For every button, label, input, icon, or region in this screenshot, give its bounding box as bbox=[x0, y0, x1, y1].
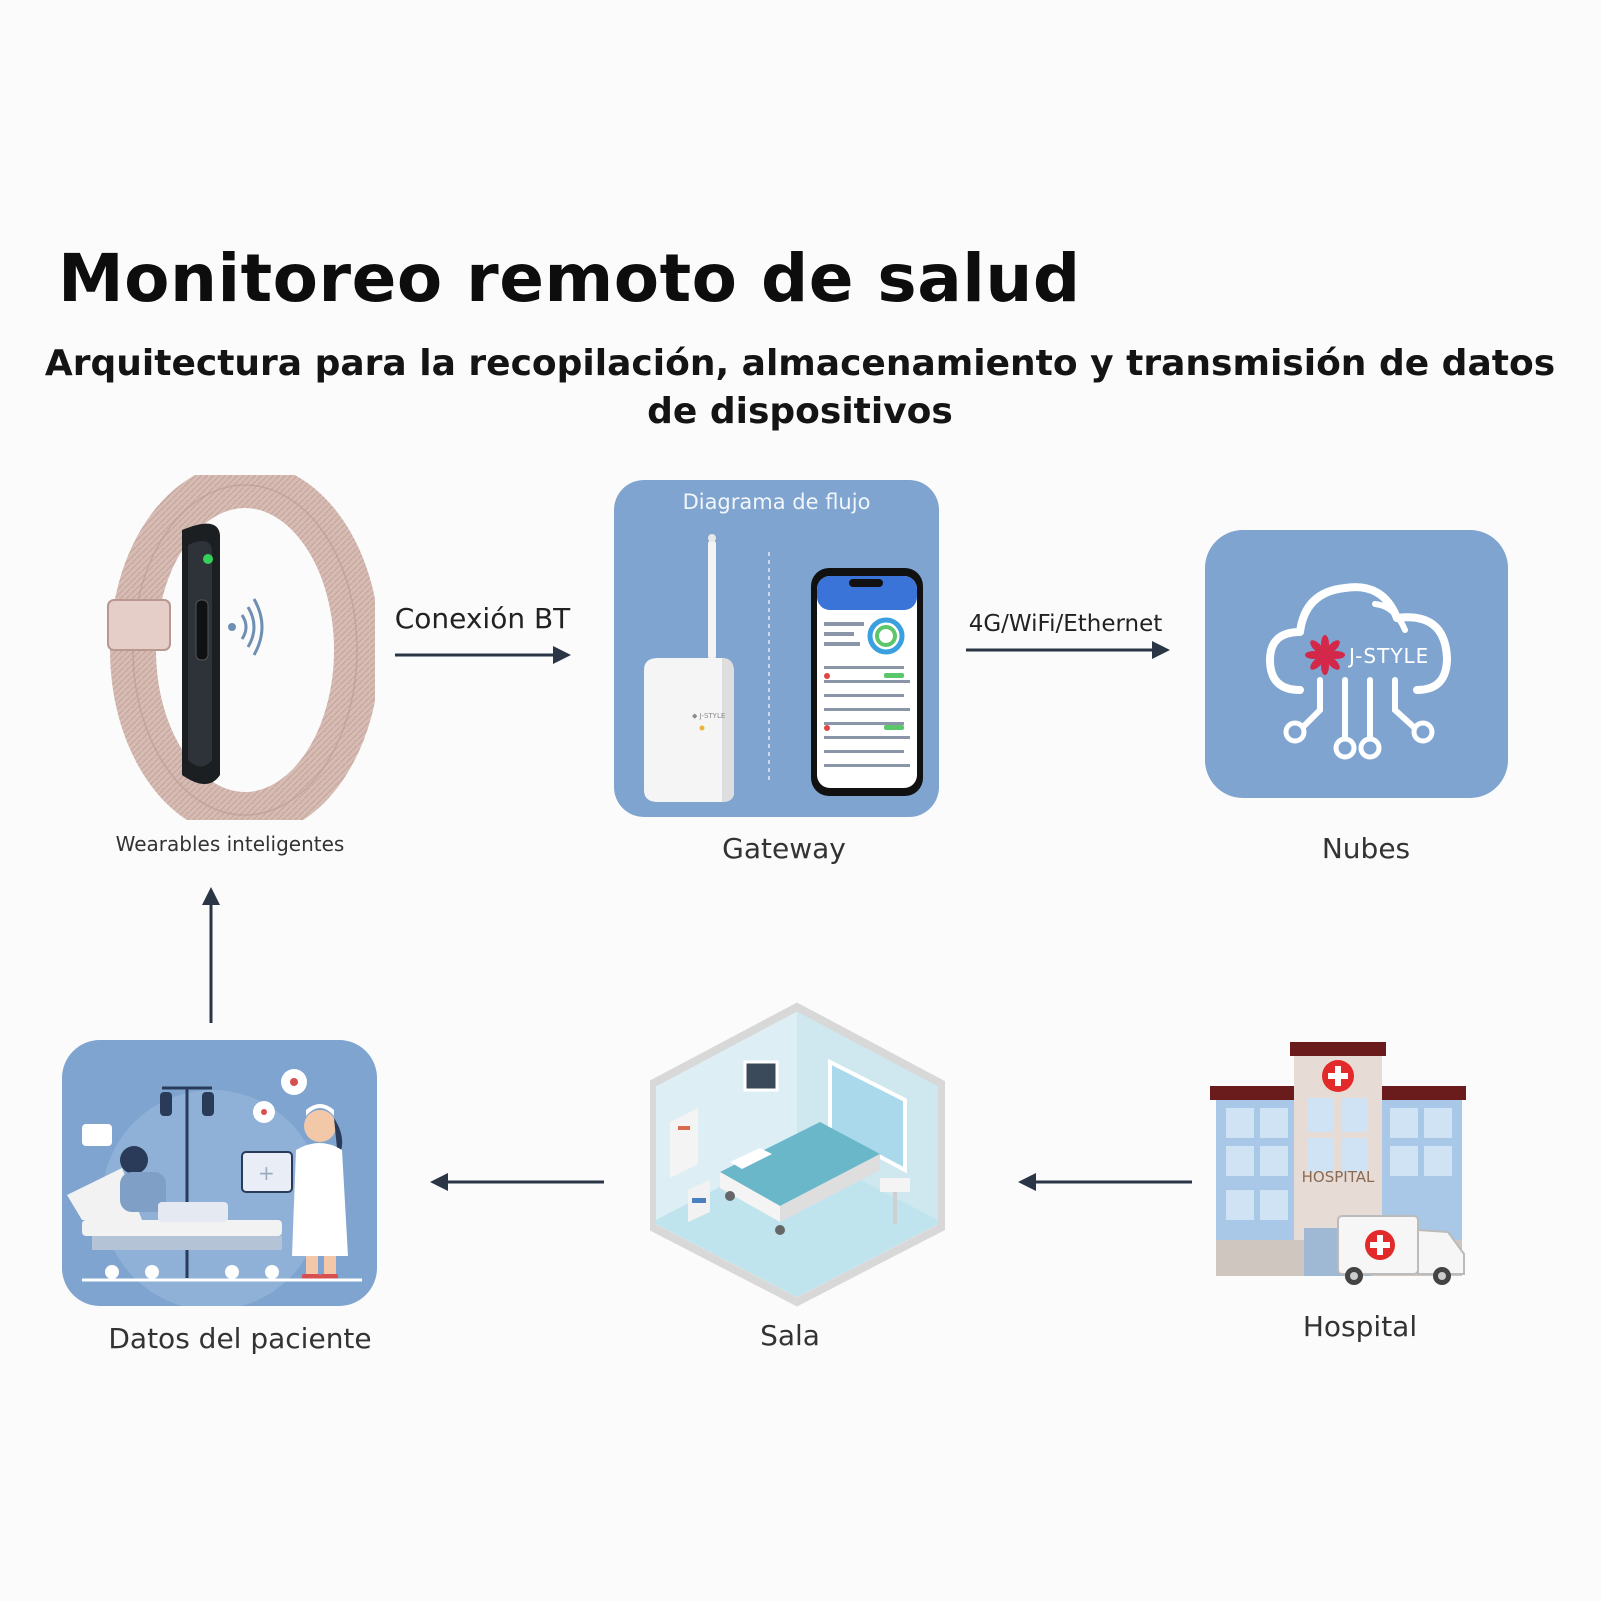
hospital-building-illustration: HOSPITAL bbox=[1208, 1040, 1470, 1290]
arrow-left-hospital-to-ward bbox=[1016, 1170, 1196, 1194]
hospital-label: Hospital bbox=[1302, 1310, 1418, 1343]
arrow-up-patient-to-wearable bbox=[199, 885, 223, 1025]
gateway-card: Diagrama de flujo ◆ J-STYLE bbox=[614, 480, 939, 817]
ward-room-illustration bbox=[650, 1002, 945, 1307]
clouds-label: Nubes bbox=[1321, 832, 1411, 865]
network-connection-label: 4G/WiFi/Ethernet bbox=[968, 611, 1163, 637]
gateway-label: Gateway bbox=[722, 832, 846, 865]
patient-data-label: Datos del paciente bbox=[108, 1322, 372, 1355]
svg-text:◆ J-STYLE: ◆ J-STYLE bbox=[692, 712, 725, 720]
arrow-right-bt bbox=[395, 643, 575, 667]
patient-data-card: + bbox=[62, 1040, 377, 1306]
cloud-card: J-STYLE bbox=[1205, 530, 1508, 798]
wearable-bracelet-image bbox=[100, 475, 375, 820]
svg-text:+: + bbox=[258, 1161, 275, 1185]
gateway-card-header: Diagrama de flujo bbox=[682, 490, 871, 514]
patient-care-illustration: + bbox=[67, 1069, 362, 1306]
cloud-icon bbox=[1266, 583, 1451, 760]
arrow-right-network bbox=[966, 638, 1176, 662]
page-subtitle: Arquitectura para la recopilación, almac… bbox=[44, 343, 1556, 432]
page-title: Monitoreo remoto de salud bbox=[58, 240, 1081, 317]
bt-connection-label: Conexión BT bbox=[394, 602, 571, 635]
hospital-sign: HOSPITAL bbox=[1301, 1168, 1375, 1186]
cloud-brand-logo: J-STYLE bbox=[1349, 644, 1430, 668]
arrow-left-ward-to-patient bbox=[428, 1170, 608, 1194]
ward-label: Sala bbox=[760, 1319, 820, 1352]
wearables-label: Wearables inteligentes bbox=[115, 832, 345, 856]
